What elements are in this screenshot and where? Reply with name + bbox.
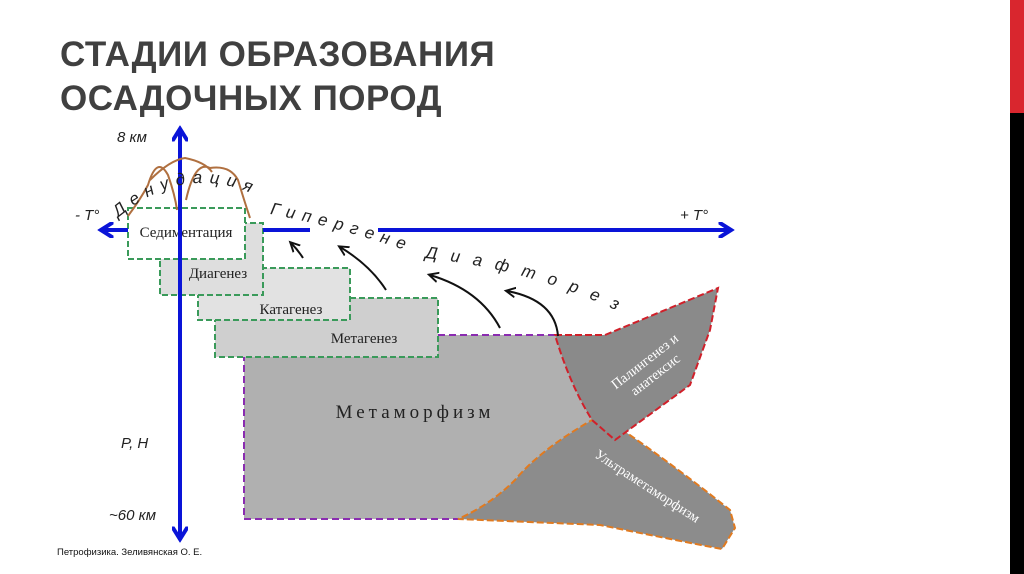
axis-right-label: + T° bbox=[680, 207, 708, 224]
stage-sedimentation-label: Седиментация bbox=[140, 225, 233, 241]
title-line-1: СТАДИИ ОБРАЗОВАНИЯ bbox=[60, 35, 496, 74]
axis-bottom-label: ~60 км bbox=[109, 507, 156, 524]
metamorphism-region bbox=[244, 335, 592, 519]
metamorphism-label: Метаморфизм bbox=[336, 402, 495, 423]
stage-diagenesis-label: Диагенез bbox=[189, 266, 247, 282]
ultrametamorphism-region bbox=[457, 418, 737, 551]
mountain-relief bbox=[127, 156, 251, 219]
diaphthoresis-label: Диафторез bbox=[423, 243, 635, 320]
stage-catagenesis-label: Катагенез bbox=[260, 302, 323, 318]
axis-left-label: - T° bbox=[75, 207, 99, 224]
axis-pressure-label: P, H bbox=[121, 435, 148, 452]
palingenesis-region bbox=[553, 286, 720, 442]
arrow-hypergenesis-1 bbox=[291, 243, 304, 259]
title-line-2: ОСАДОЧНЫХ ПОРОД bbox=[60, 79, 443, 118]
accent-bar-red bbox=[1010, 0, 1024, 113]
accent-bar-black bbox=[1010, 113, 1024, 574]
slide-title: СТАДИИ ОБРАЗОВАНИЯ ОСАДОЧНЫХ ПОРОД bbox=[60, 33, 495, 121]
arrow-hypergenesis-2 bbox=[340, 247, 387, 291]
stage-sedimentation-box bbox=[127, 207, 246, 260]
slide-footer: Петрофизика. Зеливянская О. Е. bbox=[57, 547, 203, 558]
arrow-diaphthoresis-2 bbox=[507, 291, 559, 337]
axis-top-label: 8 км bbox=[117, 129, 147, 146]
stage-metagenesis-label: Метагенез bbox=[331, 331, 398, 347]
arrow-diaphthoresis-1 bbox=[430, 275, 501, 329]
